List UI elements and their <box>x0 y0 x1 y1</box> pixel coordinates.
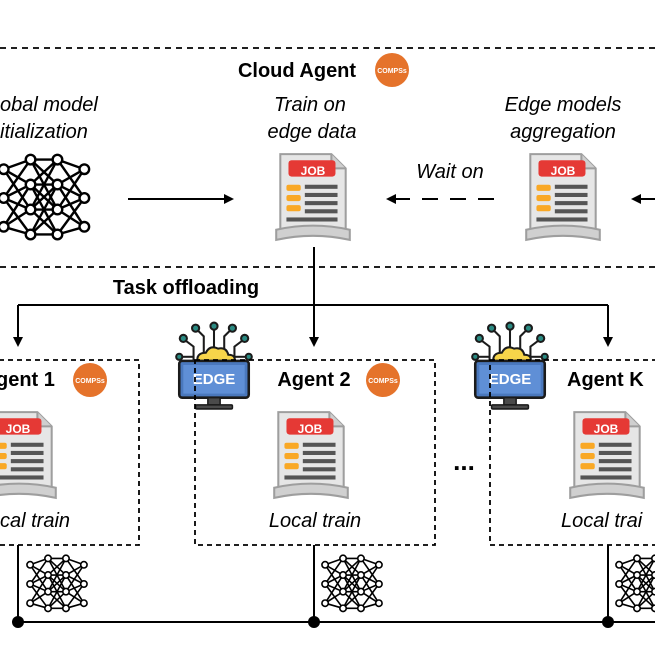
agent-k-border <box>489 359 655 546</box>
bus-node-2 <box>308 616 320 628</box>
agent-1-network-icon <box>26 554 88 613</box>
agent-2-job-label: JOB <box>298 422 323 436</box>
agent-1-compss-text: COMPSs <box>75 378 105 385</box>
compss-badge-text: COMPSs <box>377 68 407 75</box>
agent-k-job-label: JOB <box>594 422 619 436</box>
agent-k-box: Agent K JOB Local trai <box>489 359 655 546</box>
agent-k-job-icon: JOB <box>569 411 645 499</box>
agent-1-job-label: JOB <box>6 422 31 436</box>
bus-node-k <box>602 616 614 628</box>
agent-k-train-label: Local trai <box>561 510 643 532</box>
agent-1-job-icon: JOB <box>0 411 57 499</box>
edge-1-label: EDGE <box>193 371 236 388</box>
agent-1-train-label: cal train <box>0 510 70 532</box>
local-models-bus <box>12 545 655 628</box>
agent-2-compss-badge-icon: COMPSs <box>366 363 400 397</box>
agent-k-title: Agent K <box>567 369 644 391</box>
train-on-label-2: edge data <box>268 121 357 143</box>
compss-badge-icon: COMPSs <box>375 53 409 87</box>
agent-2-title: Agent 2 <box>277 369 350 391</box>
wait-on-label: Wait on <box>416 161 483 183</box>
task-offloading-routing: Task offloading <box>13 247 613 347</box>
edge-computer-1-icon: EDGE <box>174 321 254 411</box>
agent-2-network-icon <box>321 554 383 613</box>
agent-1-compss-badge-icon: COMPSs <box>73 363 107 397</box>
agent-k-network-icon <box>615 554 655 613</box>
aggregation-label-1: Edge models <box>505 94 622 116</box>
agent-2-job-icon: JOB <box>273 411 349 499</box>
agent-1-border <box>0 359 140 546</box>
train-on-label-1: Train on <box>274 94 346 116</box>
cloud-agent-title: Cloud Agent <box>238 60 356 82</box>
aggregation-job-label: JOB <box>551 164 576 178</box>
agent-2-train-label: Local train <box>269 510 361 532</box>
agents-ellipsis: ... <box>453 446 475 476</box>
cloud-train-job-icon: JOB <box>275 153 351 241</box>
global-init-label-2: itialization <box>0 121 88 143</box>
task-offloading-label: Task offloading <box>113 277 259 299</box>
global-init-label-1: obal model <box>0 94 98 116</box>
aggregation-label-2: aggregation <box>510 121 616 143</box>
edge-computer-2-icon: EDGE <box>470 321 550 411</box>
agent-1-title: gent 1 <box>0 369 55 391</box>
bus-node-1 <box>12 616 24 628</box>
cloud-train-job-label: JOB <box>301 164 326 178</box>
agent-1-box: gent 1 COMPSs JOB cal train <box>0 359 140 546</box>
aggregation-job-icon: JOB <box>525 153 601 241</box>
global-model-network-icon <box>0 153 91 241</box>
edge-2-label: EDGE <box>489 371 532 388</box>
cloud-agent-region: Cloud Agent COMPSs obal model itializati… <box>0 47 655 268</box>
agent-2-compss-text: COMPSs <box>368 378 398 385</box>
